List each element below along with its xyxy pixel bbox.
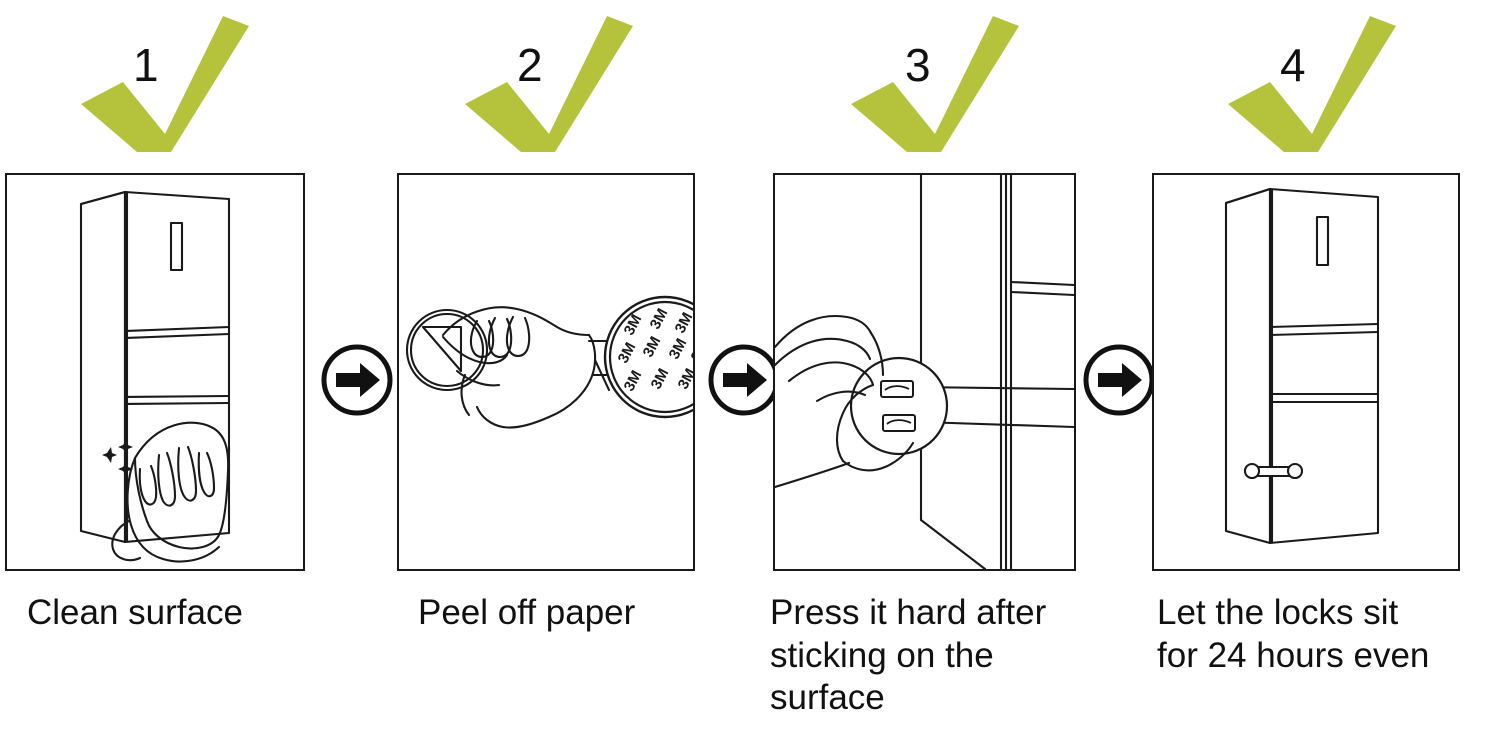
step-1-header: 1 — [5, 0, 305, 168]
step-3-illustration-panel — [773, 173, 1076, 571]
step-1-number: 1 — [133, 39, 159, 91]
hand-with-cloth-icon — [111, 421, 230, 563]
circled-right-arrow-icon-2 — [707, 343, 781, 417]
step-4-caption: Let the locks sit for 24 hours even — [1157, 593, 1430, 675]
step-4-illustration-panel — [1152, 173, 1460, 571]
green-checkmark-icon — [75, 6, 250, 161]
step-4: 4 — [1152, 0, 1460, 675]
step-2: 2 — [397, 0, 697, 632]
lock-disc — [849, 356, 949, 456]
step-2-illustration-panel: 3M 3M 3M 3M 3M 3M 3M 3M 3M 3M — [397, 173, 695, 571]
peeled-backing-disc — [405, 308, 489, 392]
step-2-caption: Peel off paper — [418, 593, 636, 632]
step-3-header: 3 — [773, 0, 1076, 168]
hand-pinching-icon — [441, 306, 611, 429]
svg-text:3M: 3M — [688, 338, 693, 364]
adhesive-disc-3m: 3M 3M 3M 3M 3M 3M 3M 3M 3M 3M — [603, 295, 693, 419]
green-checkmark-icon — [459, 6, 634, 161]
step-3: 3 — [770, 0, 1076, 717]
circled-right-arrow-icon-3 — [1082, 343, 1156, 417]
step-4-header: 4 — [1152, 0, 1460, 168]
svg-text:3M: 3M — [672, 310, 693, 336]
step-1-caption: Clean surface — [27, 593, 243, 632]
green-checkmark-icon — [1222, 6, 1397, 161]
installed-lock-icon — [1243, 462, 1304, 480]
step-3-caption: Press it hard after sticking on the surf… — [770, 593, 1047, 718]
sparkle-marks — [102, 439, 133, 477]
step-4-number: 4 — [1280, 39, 1306, 91]
circled-right-arrow-icon-1 — [320, 343, 394, 417]
step-2-number: 2 — [517, 39, 543, 91]
step-2-header: 2 — [397, 0, 697, 168]
step-1-illustration-panel — [5, 173, 305, 571]
step-1: 1 — [5, 0, 305, 632]
hand-pressing-icon — [775, 315, 915, 489]
green-checkmark-icon — [845, 6, 1020, 161]
step-3-number: 3 — [905, 39, 931, 91]
